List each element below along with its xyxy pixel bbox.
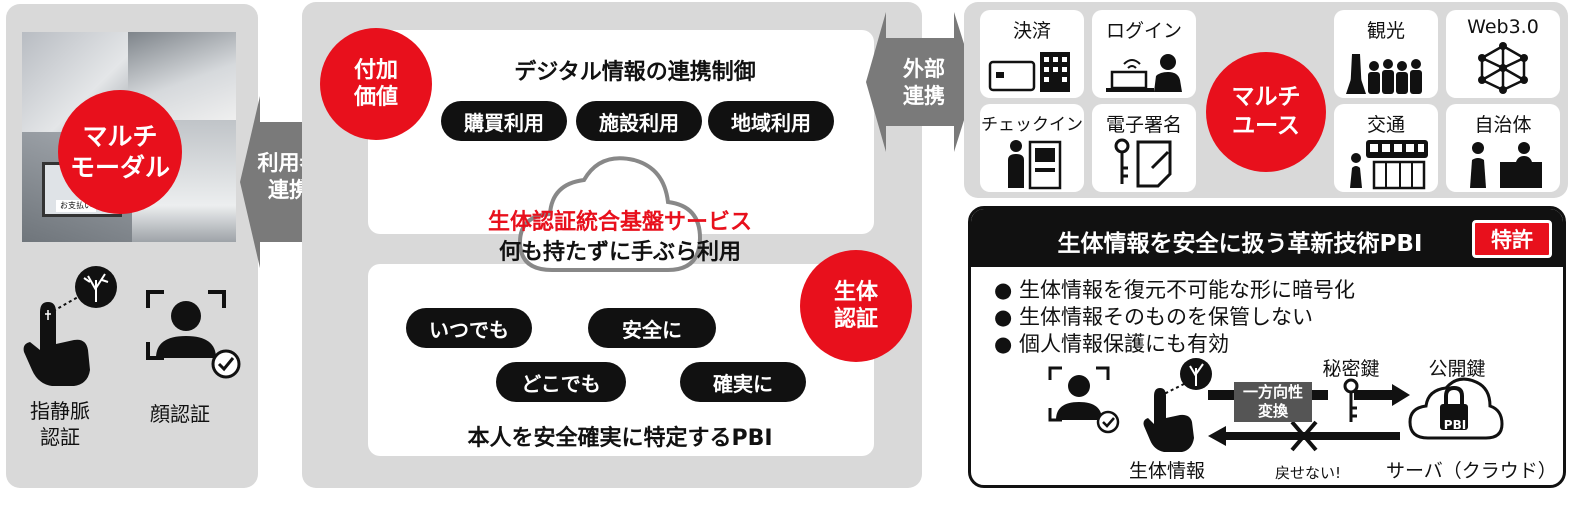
tile-checkin: チェックイン <box>980 104 1084 192</box>
secret-key-label: 秘密鍵 <box>1322 358 1380 380</box>
quality-pill-reliably: 確実に <box>680 362 806 402</box>
biometric-auth-badge: 生体 認証 <box>800 250 912 362</box>
finger-vein-icon <box>23 266 117 386</box>
pbi-finger-vein-icon <box>1143 358 1212 452</box>
tile-login-label: ログイン <box>1105 20 1182 42</box>
tile-login: ログイン <box>1092 10 1196 98</box>
oneway-transform-text: 一方向性 変換 <box>1242 383 1303 420</box>
face-recognition-icon <box>146 290 241 379</box>
tile-municipality: 自治体 <box>1446 104 1560 192</box>
laptop-user-icon <box>1106 54 1182 92</box>
pbi-bullet-1: ● 生体情報を復元不可能な形に暗号化 <box>994 278 1355 302</box>
network-icon <box>1478 42 1528 94</box>
tourism-icon <box>1346 46 1422 94</box>
use-pill-facility: 施設利用 <box>576 101 702 141</box>
tile-web3: Web3.0 <box>1446 10 1560 98</box>
external-link-arrow <box>866 12 976 152</box>
pbi-cloud-lock-icon <box>1408 377 1504 440</box>
tile-payment: 決済 <box>980 10 1084 98</box>
pbi-bullet-2-text: 生体情報そのものを保管しない <box>1019 305 1313 329</box>
pbi-box <box>968 206 1566 488</box>
auth-box <box>368 264 874 456</box>
digital-info-title: デジタル情報の連携制御 <box>514 60 756 85</box>
quality-pill-anywhere: どこでも <box>496 362 626 402</box>
tile-transport-label: 交通 <box>1366 114 1405 136</box>
biometric-auth-badge-text: 生体 認証 <box>833 279 878 333</box>
pbi-header <box>971 209 1563 267</box>
cloud-icon <box>517 156 703 272</box>
tile-web3-label: Web3.0 <box>1467 16 1539 38</box>
pbi-bullet-1-text: 生体情報を復元不可能な形に暗号化 <box>1019 278 1355 302</box>
cloud-service-subtitle: 何も持たずに手ぶら利用 <box>498 240 741 265</box>
patent-badge-text: 特許 <box>1491 228 1533 252</box>
pbi-identify-title: 本人を安全確実に特定するPBI <box>467 426 773 451</box>
multimodal-badge-text: マルチ モーダル <box>69 121 170 182</box>
cloud-service-title: 生体認証統合基盤サービス <box>487 210 752 235</box>
tile-payment-label: 決済 <box>1012 20 1051 42</box>
cannot-return-label: 戻せない! <box>1274 464 1341 482</box>
patent-badge: 特許 <box>1472 220 1552 258</box>
quality-pill-anytime: いつでも <box>406 308 532 348</box>
pbi-face-icon <box>1048 366 1120 434</box>
tile-esignature: 電子署名 <box>1092 104 1196 192</box>
card-building-icon <box>988 52 1070 92</box>
service-counter-icon <box>1470 142 1542 188</box>
server-label: サーバ（クラウド） <box>1386 460 1557 482</box>
use-pill-purchase: 購買利用 <box>441 101 567 141</box>
tile-municipality-label: 自治体 <box>1474 114 1532 136</box>
multiuse-badge: マルチ ユース <box>1206 52 1326 172</box>
pbi-cloud-label: PBI <box>1443 418 1467 432</box>
checkin-kiosk-icon <box>1008 140 1062 190</box>
fingervein-label: 指静脈 認証 <box>30 399 90 449</box>
oneway-transform-box: 一方向性 変換 <box>1234 382 1312 422</box>
key-document-icon <box>1114 138 1172 188</box>
external-link-label: 外部 連携 <box>903 57 945 109</box>
multiuse-badge-text: マルチ ユース <box>1231 84 1301 139</box>
value-badge: 付加 価値 <box>320 28 432 140</box>
train-icon <box>1350 140 1428 190</box>
multimodal-badge: マルチ モーダル <box>58 90 182 214</box>
tile-tourism: 観光 <box>1334 10 1438 98</box>
use-pill-regional: 地域利用 <box>708 101 834 141</box>
face-label: 顔認証 <box>150 402 210 426</box>
secret-key-icon <box>1343 378 1359 422</box>
tile-checkin-label: チェックイン <box>981 115 1083 135</box>
pbi-title: 生体情報を安全に扱う革新技術PBI <box>1057 231 1423 257</box>
pbi-bullet-3-text: 個人情報保護にも有効 <box>1019 332 1229 356</box>
public-key-label: 公開鍵 <box>1428 358 1486 380</box>
bio-info-label: 生体情報 <box>1128 460 1205 482</box>
quality-pill-safely: 安全に <box>588 308 716 348</box>
pbi-bullet-3: ● 個人情報保護にも有効 <box>994 332 1229 356</box>
value-badge-text: 付加 価値 <box>353 57 398 111</box>
tile-esignature-label: 電子署名 <box>1105 114 1182 136</box>
tile-tourism-label: 観光 <box>1366 20 1405 42</box>
pbi-bullet-2: ● 生体情報そのものを保管しない <box>994 305 1313 329</box>
tile-transport: 交通 <box>1334 104 1438 192</box>
